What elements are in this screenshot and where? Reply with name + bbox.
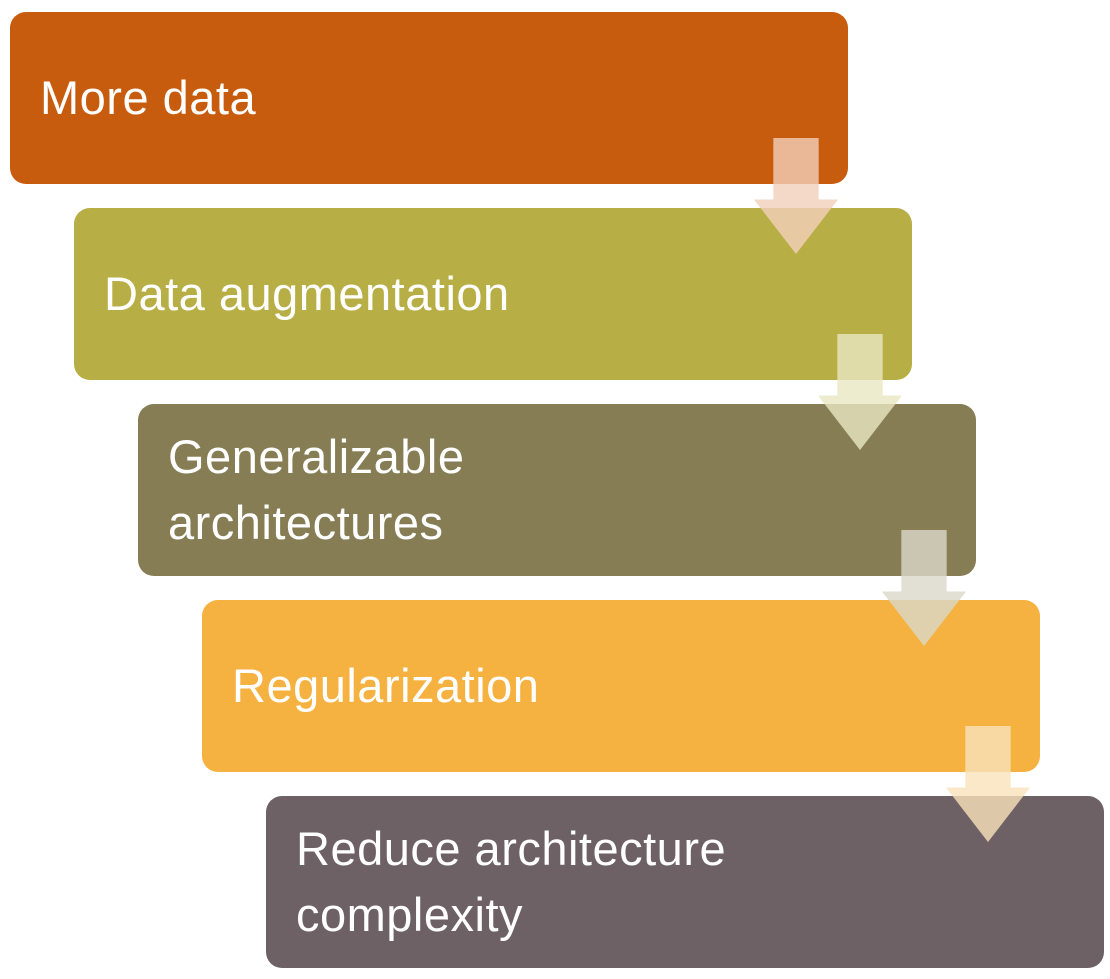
step-box-regularization: Regularization xyxy=(202,600,1040,772)
step-label: More data xyxy=(40,71,257,125)
step-label: Generalizable architectures xyxy=(168,430,465,549)
step-label: Data augmentation xyxy=(104,267,510,321)
step-label: Reduce architecture complexity xyxy=(296,822,727,941)
step-box-data-augmentation: Data augmentation xyxy=(74,208,912,380)
step-box-generalizable-architectures: Generalizable architectures xyxy=(138,404,976,576)
step-label: Regularization xyxy=(232,659,540,713)
step-box-more-data: More data xyxy=(10,12,848,184)
step-box-reduce-architecture-complexity: Reduce architecture complexity xyxy=(266,796,1104,968)
